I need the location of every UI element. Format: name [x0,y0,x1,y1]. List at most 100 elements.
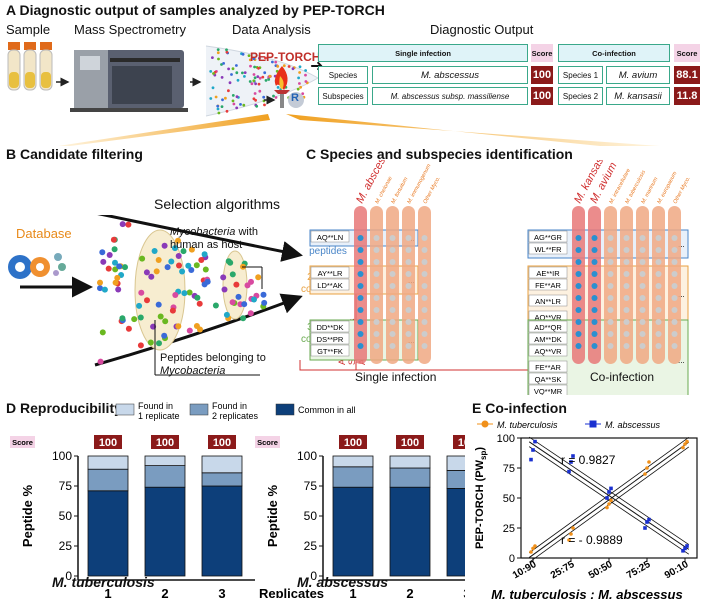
peptide-label [310,320,350,333]
match-dot [655,283,662,289]
torch-icon [264,66,304,108]
peptide-label [310,266,350,279]
peptide-dot [164,264,171,271]
data-dot [209,97,213,100]
match-dot [389,247,396,253]
data-dot [241,71,244,75]
co-row-1-value: M. avium [606,66,670,84]
match-dot [623,331,630,337]
peptide-dot [115,286,122,293]
y-tick-label: 75 [503,463,515,475]
peptide-label: VQ**MR [534,387,563,395]
score-value: 100 [213,437,231,449]
single-row-2-score: 100 [531,87,553,105]
data-dot [212,72,215,75]
bar-segment [389,467,431,488]
match-dot [607,271,614,277]
point-ab [569,460,573,464]
peptide-dot [161,332,168,339]
data-dot [235,71,239,75]
peptide-label [310,230,350,243]
peptide-label [528,332,568,345]
co-row-1-score: 88.1 [674,66,700,84]
bar-segment [332,486,374,577]
peptide-dot [114,274,121,281]
gears-icon [8,253,66,279]
data-dot [252,57,256,61]
match-dot [639,331,646,337]
panel-a-illustration [7,42,319,117]
mass-spectrometer-icon [70,50,188,112]
peptide-dot [261,299,268,306]
point-ab [645,520,649,524]
ellipsis: ... [678,356,685,365]
legend-label: 1 replicate [138,411,180,421]
point-tb [683,442,687,446]
peptide-dot [151,248,158,254]
match-dot [575,331,582,337]
match-dot [389,331,396,337]
match-dot [591,295,598,301]
peptide-dot [137,314,144,321]
match-dot [405,259,412,265]
match-dot [357,283,364,289]
data-dot [228,81,232,85]
peptide-dot [223,311,230,318]
peptide-label [310,278,350,291]
match-dot [357,247,364,253]
data-dot [231,94,235,97]
point-ab [643,526,647,530]
peptide-dot [193,262,200,269]
x-axis-label: Replicates [259,586,324,598]
match-dot [421,235,428,241]
peptide-dot [193,323,200,329]
bar-segment [389,486,431,577]
data-dot [242,103,246,107]
panel-a-title: A Diagnostic output of samples analyzed … [6,2,385,18]
peptide-dot [110,236,117,243]
peptide-dot [99,329,106,336]
match-dot [655,247,662,253]
match-dot [671,307,678,313]
subspecies-name: Other Myco. [422,176,441,205]
data-dot [225,48,228,52]
peptide-label [528,384,568,395]
peptide-dot [201,251,208,258]
legend-marker-ab [589,420,597,428]
peptide-dot [153,268,160,275]
x-tick-label: 25:75 [549,559,577,582]
single-score-header: Score [531,44,553,62]
match-dot [405,295,412,301]
data-dot [222,62,226,65]
peptide-label: AN**LR [535,297,561,306]
match-dot [639,295,646,301]
peptide-dot [175,323,182,330]
y-tick-label: 0 [509,553,515,565]
peptide-dot [168,258,175,265]
match-dot [389,307,396,313]
legend-label: Found in [138,401,173,411]
peptide-dot [175,237,181,244]
peptide-dot [229,299,236,306]
x-axis-label: M. tuberculosis : M. abscessus [491,587,682,602]
peptide-dot [255,274,262,281]
peptide-dot [204,278,211,285]
peptide-dot [202,266,209,273]
match-dot [357,271,364,277]
peptide-dot [172,245,178,252]
x-tick-label: 75:25 [625,559,653,582]
peptide-dot [97,358,104,365]
match-dot [357,307,364,313]
match-dot [373,235,380,241]
score-badge [208,435,236,449]
y-tick-label: 50 [304,509,318,523]
data-dot [209,70,213,73]
point-ab [647,517,651,522]
peptide-label [310,332,350,345]
bar-segment [144,455,186,467]
legend-swatch [189,403,209,416]
match-dot [421,295,428,301]
peptide-dot [188,267,195,273]
data-dot [217,57,220,61]
point-ab [609,486,613,491]
